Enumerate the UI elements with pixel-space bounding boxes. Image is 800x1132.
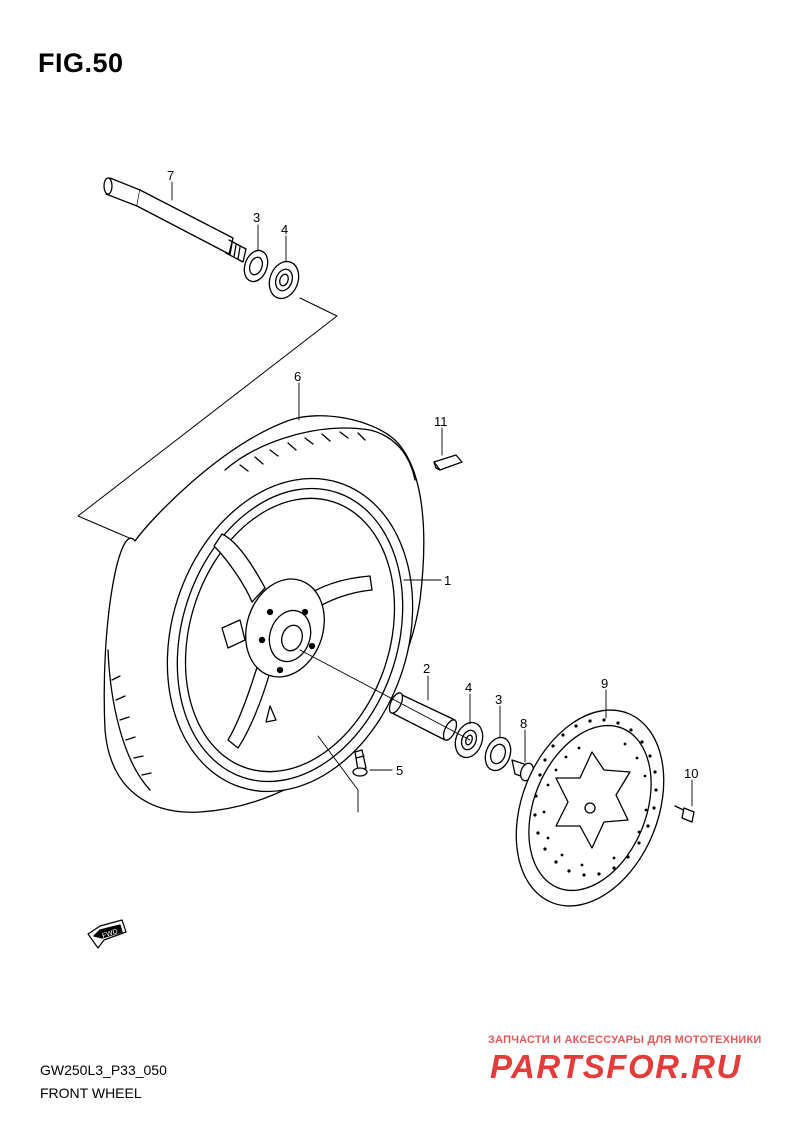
brake-disc: [515, 709, 665, 907]
front-axle: [103, 177, 247, 263]
callout-4-lower: 4: [465, 680, 472, 695]
assembly-guide-upper: [77, 297, 338, 541]
callout-8: 8: [520, 716, 527, 731]
wheel-collar-upper: [243, 249, 269, 283]
callout-6: 6: [294, 369, 301, 384]
leader-lines: [171, 181, 693, 813]
callout-3-upper: 3: [253, 210, 260, 225]
tire-valve: [352, 749, 368, 777]
brake-disc-bolt: [674, 805, 695, 823]
callout-3-lower: 3: [495, 692, 502, 707]
hub-spacer-tube: [388, 692, 458, 741]
watermark-tagline: ЗАПЧАСТИ И АКСЕССУАРЫ ДЛЯ МОТОТЕХНИКИ: [488, 1034, 762, 1046]
wheel-bearing-lower: [454, 721, 484, 759]
fwd-label: FWD: [101, 928, 118, 940]
forward-direction-arrow: [87, 919, 127, 949]
figure-title: FIG.50: [38, 48, 124, 78]
balance-weight: [433, 454, 463, 471]
callout-4-upper: 4: [281, 222, 288, 237]
dust-seal-lower: [484, 736, 512, 772]
callout-11: 11: [434, 414, 448, 429]
callout-2: 2: [423, 661, 430, 676]
wheel-bearing-upper: [268, 260, 300, 300]
callout-5: 5: [396, 763, 403, 778]
callout-7: 7: [167, 168, 174, 183]
diagram-code: GW250L3_P33_050: [40, 1062, 167, 1078]
callout-10: 10: [684, 766, 698, 781]
diagram-caption: FRONT WHEEL: [40, 1085, 142, 1101]
callout-1: 1: [444, 573, 451, 588]
callout-9: 9: [601, 676, 608, 691]
watermark-brand: PARTSFOR.RU: [490, 1048, 742, 1085]
